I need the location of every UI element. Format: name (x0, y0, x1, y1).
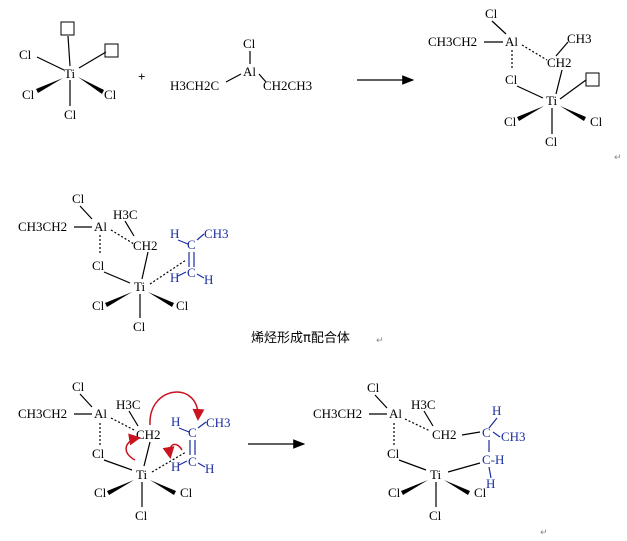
al-label: Al (243, 64, 256, 79)
ti-label: Ti (136, 467, 147, 482)
methyl-group: H3C (113, 207, 138, 222)
olefin-h-label: H (170, 270, 179, 285)
olefin-c-label: C (187, 237, 196, 252)
new-methyl: CH3 (501, 429, 526, 444)
al-label: Al (94, 219, 107, 234)
cl-label: Cl (429, 508, 442, 523)
al-label: Al (389, 406, 402, 421)
electron-push-arrow (162, 443, 183, 459)
new-h-label: H (492, 403, 501, 418)
cl-label: Cl (22, 87, 35, 102)
al-label: Al (94, 406, 107, 421)
ethyl-group-left: H3CH2C (170, 78, 219, 93)
cl-label: Cl (92, 446, 105, 461)
methylene-group: CH2 (432, 427, 457, 442)
cl-label: Cl (367, 380, 380, 395)
new-c-label: C (482, 425, 491, 440)
methylene-group: CH2 (136, 427, 161, 442)
cl-label: Cl (590, 114, 603, 129)
cl-label: Cl (135, 508, 148, 523)
olefin-c-label: C (187, 265, 196, 280)
olefin-h-label: H (171, 414, 180, 429)
paragraph-mark: ↵ (540, 528, 548, 538)
olefin-pi-complex: Cl CH3CH2 Al H3C CH2 Cl Ti Cl Cl Cl H C … (18, 191, 229, 334)
ethyl-group-right: CH2CH3 (263, 78, 312, 93)
vacant-site-box (585, 72, 600, 87)
diethylaluminum-chloride-structure: Cl Al H3CH2C CH2CH3 (170, 36, 312, 93)
olefin-h-label: H (204, 272, 213, 287)
plus-sign: + (138, 69, 145, 84)
cl-label: Cl (92, 298, 105, 313)
cl-label: Cl (505, 72, 518, 87)
cl-label: Cl (94, 485, 107, 500)
insertion-transition-structure: Cl CH3CH2 Al H3C CH2 Cl Ti Cl Cl Cl H C … (18, 379, 231, 523)
al-label: Al (505, 34, 518, 49)
ti-label: Ti (546, 93, 557, 108)
ti-label: Ti (64, 66, 75, 81)
new-ch-label: C-H (482, 452, 504, 467)
cl-label: Cl (64, 107, 77, 122)
cl-label: Cl (388, 485, 401, 500)
ti-label: Ti (430, 467, 441, 482)
olefin-h-label: H (205, 461, 214, 476)
cl-label: Cl (133, 319, 146, 334)
ethyl-group: CH3CH2 (18, 219, 67, 234)
cl-label: Cl (176, 298, 189, 313)
methylene-group: CH2 (133, 238, 158, 253)
ticl4-structure: Cl Ti Cl Cl Cl (19, 21, 119, 122)
caption-pi-complex: 烯烃形成π配合体 (251, 331, 350, 346)
insertion-product-structure: Cl CH3CH2 Al H3C CH2 Cl Ti Cl Cl Cl H C … (313, 380, 526, 523)
cl-label: Cl (504, 114, 517, 129)
vacant-site-box (104, 43, 119, 58)
cl-label: Cl (72, 191, 85, 206)
ti-al-bridged-complex: Cl CH3CH2 Al CH3 CH2 Cl Ti Cl Cl Cl (428, 6, 603, 149)
cl-label: Cl (485, 6, 498, 21)
methyl-group: H3C (116, 397, 141, 412)
cl-label: Cl (387, 446, 400, 461)
cl-label: Cl (474, 485, 487, 500)
electron-push-arrow (125, 433, 141, 461)
electron-push-arrow (149, 391, 205, 426)
cl-label: Cl (19, 47, 32, 62)
ethyl-group: CH3CH2 (313, 406, 362, 421)
olefin-h-label: H (170, 226, 179, 241)
cl-label: Cl (72, 379, 85, 394)
ti-label: Ti (134, 279, 145, 294)
vacant-site-box (60, 21, 75, 36)
cl-label: Cl (180, 485, 193, 500)
olefin-c-label: C (188, 425, 197, 440)
new-h-label: H (486, 476, 495, 491)
cl-label: Cl (92, 258, 105, 273)
olefin-methyl: CH3 (206, 415, 231, 430)
olefin-h-label: H (171, 459, 180, 474)
methyl-group: CH3 (567, 31, 592, 46)
paragraph-mark: ↵ (376, 336, 384, 346)
ethyl-group: CH3CH2 (428, 34, 477, 49)
paragraph-mark: ↵ (614, 153, 622, 163)
olefin-methyl: CH3 (204, 226, 229, 241)
ethyl-group: CH3CH2 (18, 406, 67, 421)
olefin-c-label: C (188, 454, 197, 469)
methylene-group: CH2 (547, 55, 572, 70)
methyl-group: H3C (411, 397, 436, 412)
cl-label: Cl (243, 36, 256, 51)
cl-label: Cl (545, 134, 558, 149)
cl-label: Cl (104, 87, 117, 102)
